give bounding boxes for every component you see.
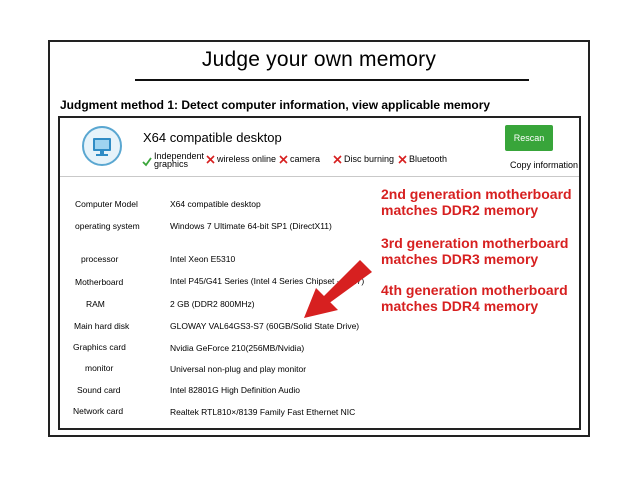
info-label-graphics-card: Graphics card — [73, 342, 126, 352]
red-arrow-icon — [304, 260, 372, 318]
cross-icon — [333, 155, 342, 164]
cross-icon — [206, 155, 215, 164]
info-label-sound-card: Sound card — [77, 385, 121, 395]
device-summary-header: X64 compatible desktop Independent graph… — [60, 118, 579, 177]
cross-icon — [398, 155, 407, 164]
page-title: Judge your own memory — [201, 48, 437, 71]
annotation-line: matches DDR3 memory — [381, 251, 539, 267]
info-value-network-card: Realtek RTL810×/8139 Family Fast Etherne… — [170, 407, 356, 417]
info-label-main-hard-disk: Main hard disk — [74, 321, 130, 331]
feature-label: Independent graphics — [154, 151, 205, 169]
feature-label: Bluetooth — [409, 154, 448, 164]
check-icon — [142, 157, 152, 167]
annotation-line: matches DDR4 memory — [381, 298, 539, 314]
rescan-button[interactable]: Rescan — [505, 125, 553, 151]
info-value-main-hard-disk: GLOWAY VAL64GS3-S7 (60GB/Solid State Dri… — [170, 321, 360, 331]
info-label-ram: RAM — [86, 299, 105, 309]
feature-label: wireless online — [217, 154, 277, 164]
annotation-line: matches DDR2 memory — [381, 202, 539, 218]
info-label-motherboard: Motherboard — [75, 277, 124, 287]
info-value-graphics-card: Nvidia GeForce 210(256MB/Nvidia) — [170, 343, 305, 353]
info-value-motherboard: Intel P45/G41 Series (Intel 4 Series Chi… — [170, 276, 365, 286]
memory-guide-panel: Judge your own memory Judgment method 1:… — [48, 40, 590, 437]
info-label-monitor: monitor — [85, 363, 114, 373]
computer-monitor-icon — [82, 126, 122, 166]
cross-icon — [279, 155, 288, 164]
info-value-operating-system: Windows 7 Ultimate 64-bit SP1 (DirectX11… — [170, 221, 332, 231]
annotation-line: 3rd generation motherboard — [381, 235, 569, 251]
info-value-ram: 2 GB (DDR2 800MHz) — [170, 299, 255, 309]
copy-information-link[interactable]: Copy information — [510, 160, 579, 170]
annotation-ddr4: 4th generation motherboard matches DDR4 … — [381, 282, 568, 314]
annotation-line: 2nd generation motherboard — [381, 186, 572, 202]
annotation-ddr2: 2nd generation motherboard matches DDR2 … — [381, 186, 572, 218]
annotation-ddr3: 3rd generation motherboard matches DDR3 … — [381, 235, 568, 267]
system-info-window: X64 compatible desktop Independent graph… — [58, 116, 581, 430]
info-value-sound-card: Intel 82801G High Definition Audio — [170, 385, 300, 395]
info-value-processor: Intel Xeon E5310 — [170, 254, 236, 264]
title-underline — [135, 79, 529, 81]
device-name: X64 compatible desktop — [143, 130, 282, 145]
info-label-operating-system: operating system — [75, 221, 140, 231]
info-value-monitor: Universal non-plug and play monitor — [170, 364, 307, 374]
feature-label: camera — [290, 154, 321, 164]
feature-label: Disc burning — [344, 154, 395, 164]
method-heading: Judgment method 1: Detect computer infor… — [60, 98, 491, 112]
info-label-processor: processor — [81, 254, 119, 264]
info-label-computer-model: Computer Model — [75, 199, 138, 209]
annotation-line: 4th generation motherboard — [381, 282, 568, 298]
info-label-network-card: Network card — [73, 406, 124, 416]
info-value-computer-model: X64 compatible desktop — [170, 199, 261, 209]
